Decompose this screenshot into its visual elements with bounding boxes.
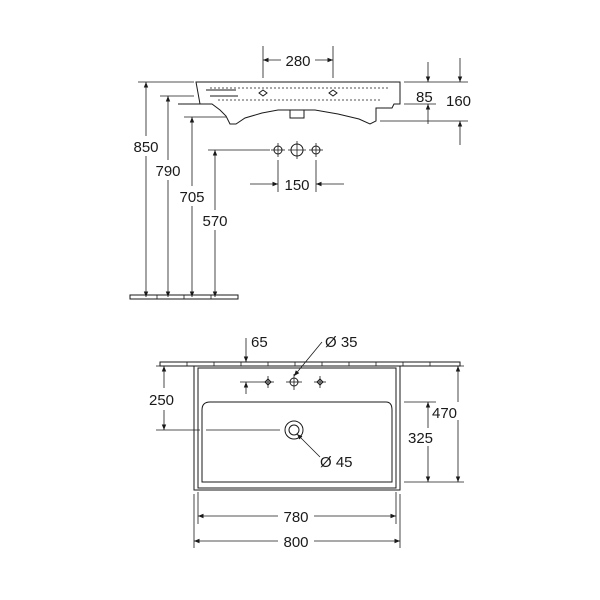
- dim-label-780: 780: [283, 509, 308, 526]
- waste-outlet-icon: [288, 141, 306, 159]
- dim-label-850: 850: [133, 139, 158, 156]
- dim-drain-hole: Ø 45: [296, 433, 353, 471]
- hot-supply-icon: [309, 143, 323, 157]
- dim-tap-offset: 65: [240, 334, 268, 394]
- dim-label-800: 800: [283, 534, 308, 551]
- dim-label-250: 250: [149, 392, 174, 409]
- dim-label-85: 85: [416, 89, 433, 106]
- drain-hole-icon: [284, 420, 304, 440]
- floor-line: [129, 294, 239, 300]
- plan-view: 65 Ø 35 Ø 45 250 325: [149, 334, 464, 551]
- dim-label-150: 150: [284, 177, 309, 194]
- cold-supply-icon: [271, 143, 285, 157]
- center-tap-hole-icon: [286, 374, 302, 390]
- dim-supply-spacing: 150: [250, 160, 344, 194]
- right-tap-hole-icon: [314, 376, 326, 388]
- basin-plan-outline: [193, 365, 401, 491]
- dim-rim-depth: 85 160: [380, 58, 471, 145]
- dim-tap-hole: Ø 35: [293, 334, 358, 377]
- dim-heights: 850 790 705 570: [128, 81, 270, 297]
- dim-overall-width: 800: [193, 494, 401, 551]
- dim-label-790: 790: [155, 163, 180, 180]
- dim-basin-width: 280: [262, 46, 334, 78]
- supply-connections: [271, 141, 323, 159]
- dim-label-65: 65: [251, 334, 268, 351]
- dim-inner-width: 780: [197, 492, 397, 526]
- dim-label-dia-45: Ø 45: [320, 454, 353, 471]
- dim-label-470: 470: [432, 405, 457, 422]
- dim-tap-from-back: 250: [149, 365, 200, 431]
- side-view: 280 85 160 850 790: [128, 46, 471, 300]
- dim-depths: 325 470: [404, 365, 464, 483]
- dim-label-dia-35: Ø 35: [325, 334, 358, 351]
- wall-hatch: [159, 361, 461, 367]
- dim-label-160: 160: [446, 93, 471, 110]
- dim-label-705: 705: [179, 189, 204, 206]
- left-tap-hole-icon: [262, 376, 274, 388]
- dim-label-570: 570: [202, 213, 227, 230]
- tap-holes: [262, 374, 326, 390]
- dim-label-325: 325: [408, 430, 433, 447]
- dim-label-280: 280: [285, 53, 310, 70]
- basin-side-profile: [178, 81, 401, 125]
